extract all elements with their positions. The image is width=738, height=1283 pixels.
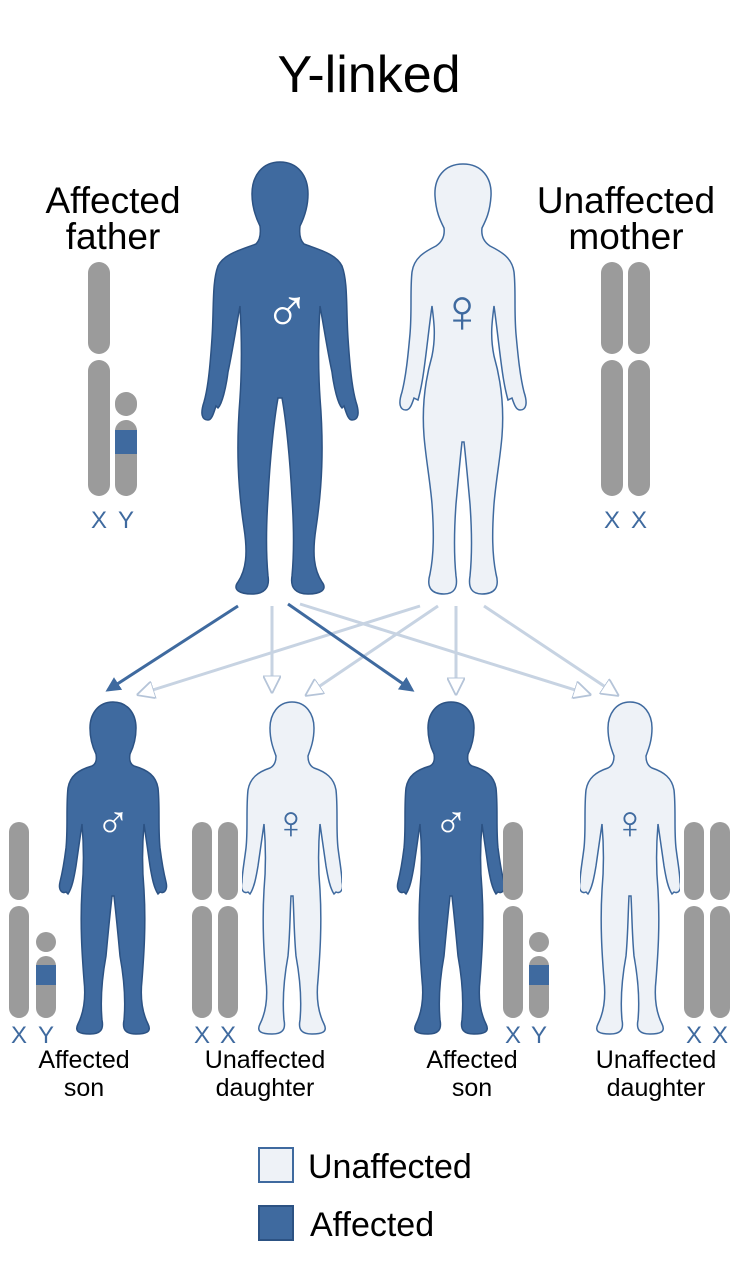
child-3-x-label: X (505, 1022, 521, 1049)
female-symbol: ♀ (439, 277, 486, 346)
father-y-chromosome (115, 392, 137, 496)
legend-unaffected-swatch (258, 1147, 294, 1183)
unaffected-mother-figure: ♀ (399, 163, 527, 595)
inheritance-arrows-unaffected (140, 602, 616, 694)
inheritance-arrows-affected (105, 602, 415, 692)
child-1-y-label: Y (38, 1022, 54, 1049)
father-y-label: Y (118, 507, 134, 534)
father-x-label: X (91, 507, 107, 534)
child-3-y-label: Y (531, 1022, 547, 1049)
child-1-label-line1: Affected (38, 1046, 129, 1074)
child-3-label-line1: Affected (426, 1046, 517, 1074)
father-label-line1: Affected (45, 180, 180, 221)
child-2-x2-label: X (220, 1022, 236, 1049)
male-symbol: ♂ (96, 796, 131, 848)
child-1-label-line2: son (64, 1074, 104, 1102)
child-1-chromosomes: X Y (9, 822, 56, 1049)
child-2-x1-label: X (194, 1022, 210, 1049)
diagram-title: Y-linked (277, 46, 460, 104)
male-symbol: ♂ (434, 796, 469, 848)
child-2-unaffected-daughter: X X ♀ Unaffected daughter (192, 701, 342, 1102)
female-symbol: ♀ (274, 796, 309, 848)
legend-affected-label: Affected (310, 1206, 434, 1244)
child-1-affected-son: X Y ♂ Affected son (9, 701, 168, 1102)
mother-chromosomes: X X (601, 262, 650, 534)
child-2-label-line2: daughter (216, 1074, 315, 1102)
child-2-chromosomes: X X (192, 822, 238, 1049)
female-symbol: ♀ (613, 796, 648, 848)
child-3-y-affected-band (529, 965, 549, 985)
mother-x1-label: X (604, 507, 620, 534)
legend-affected-swatch (258, 1205, 294, 1241)
child-4-label-line1: Unaffected (596, 1046, 716, 1074)
father-x-chromosome (88, 262, 110, 496)
father-y-affected-band (115, 430, 137, 454)
child-2-label-line1: Unaffected (205, 1046, 325, 1074)
father-label-line2: father (66, 216, 161, 257)
child-3-affected-son: ♂ X Y Affected son (396, 701, 549, 1102)
male-symbol: ♂ (264, 277, 311, 346)
mother-x2-label: X (631, 507, 647, 534)
child-4-chromosomes: X X (684, 822, 730, 1049)
legend-unaffected-label: Unaffected (308, 1148, 472, 1186)
child-1-x-label: X (11, 1022, 27, 1049)
child-4-x1-label: X (686, 1022, 702, 1049)
child-3-chromosomes: X Y (503, 822, 549, 1049)
child-1-y-affected-band (36, 965, 56, 985)
child-3-label-line2: son (452, 1074, 492, 1102)
mother-label-line2: mother (568, 216, 683, 257)
affected-father-figure: ♂ (201, 161, 359, 595)
mother-label-line1: Unaffected (537, 180, 715, 221)
child-4-unaffected-daughter: ♀ X X Unaffected daughter (580, 701, 730, 1102)
legend: Unaffected Affected (258, 1147, 472, 1244)
father-chromosomes: X Y (88, 262, 137, 534)
child-4-label-line2: daughter (607, 1074, 706, 1102)
child-4-x2-label: X (712, 1022, 728, 1049)
